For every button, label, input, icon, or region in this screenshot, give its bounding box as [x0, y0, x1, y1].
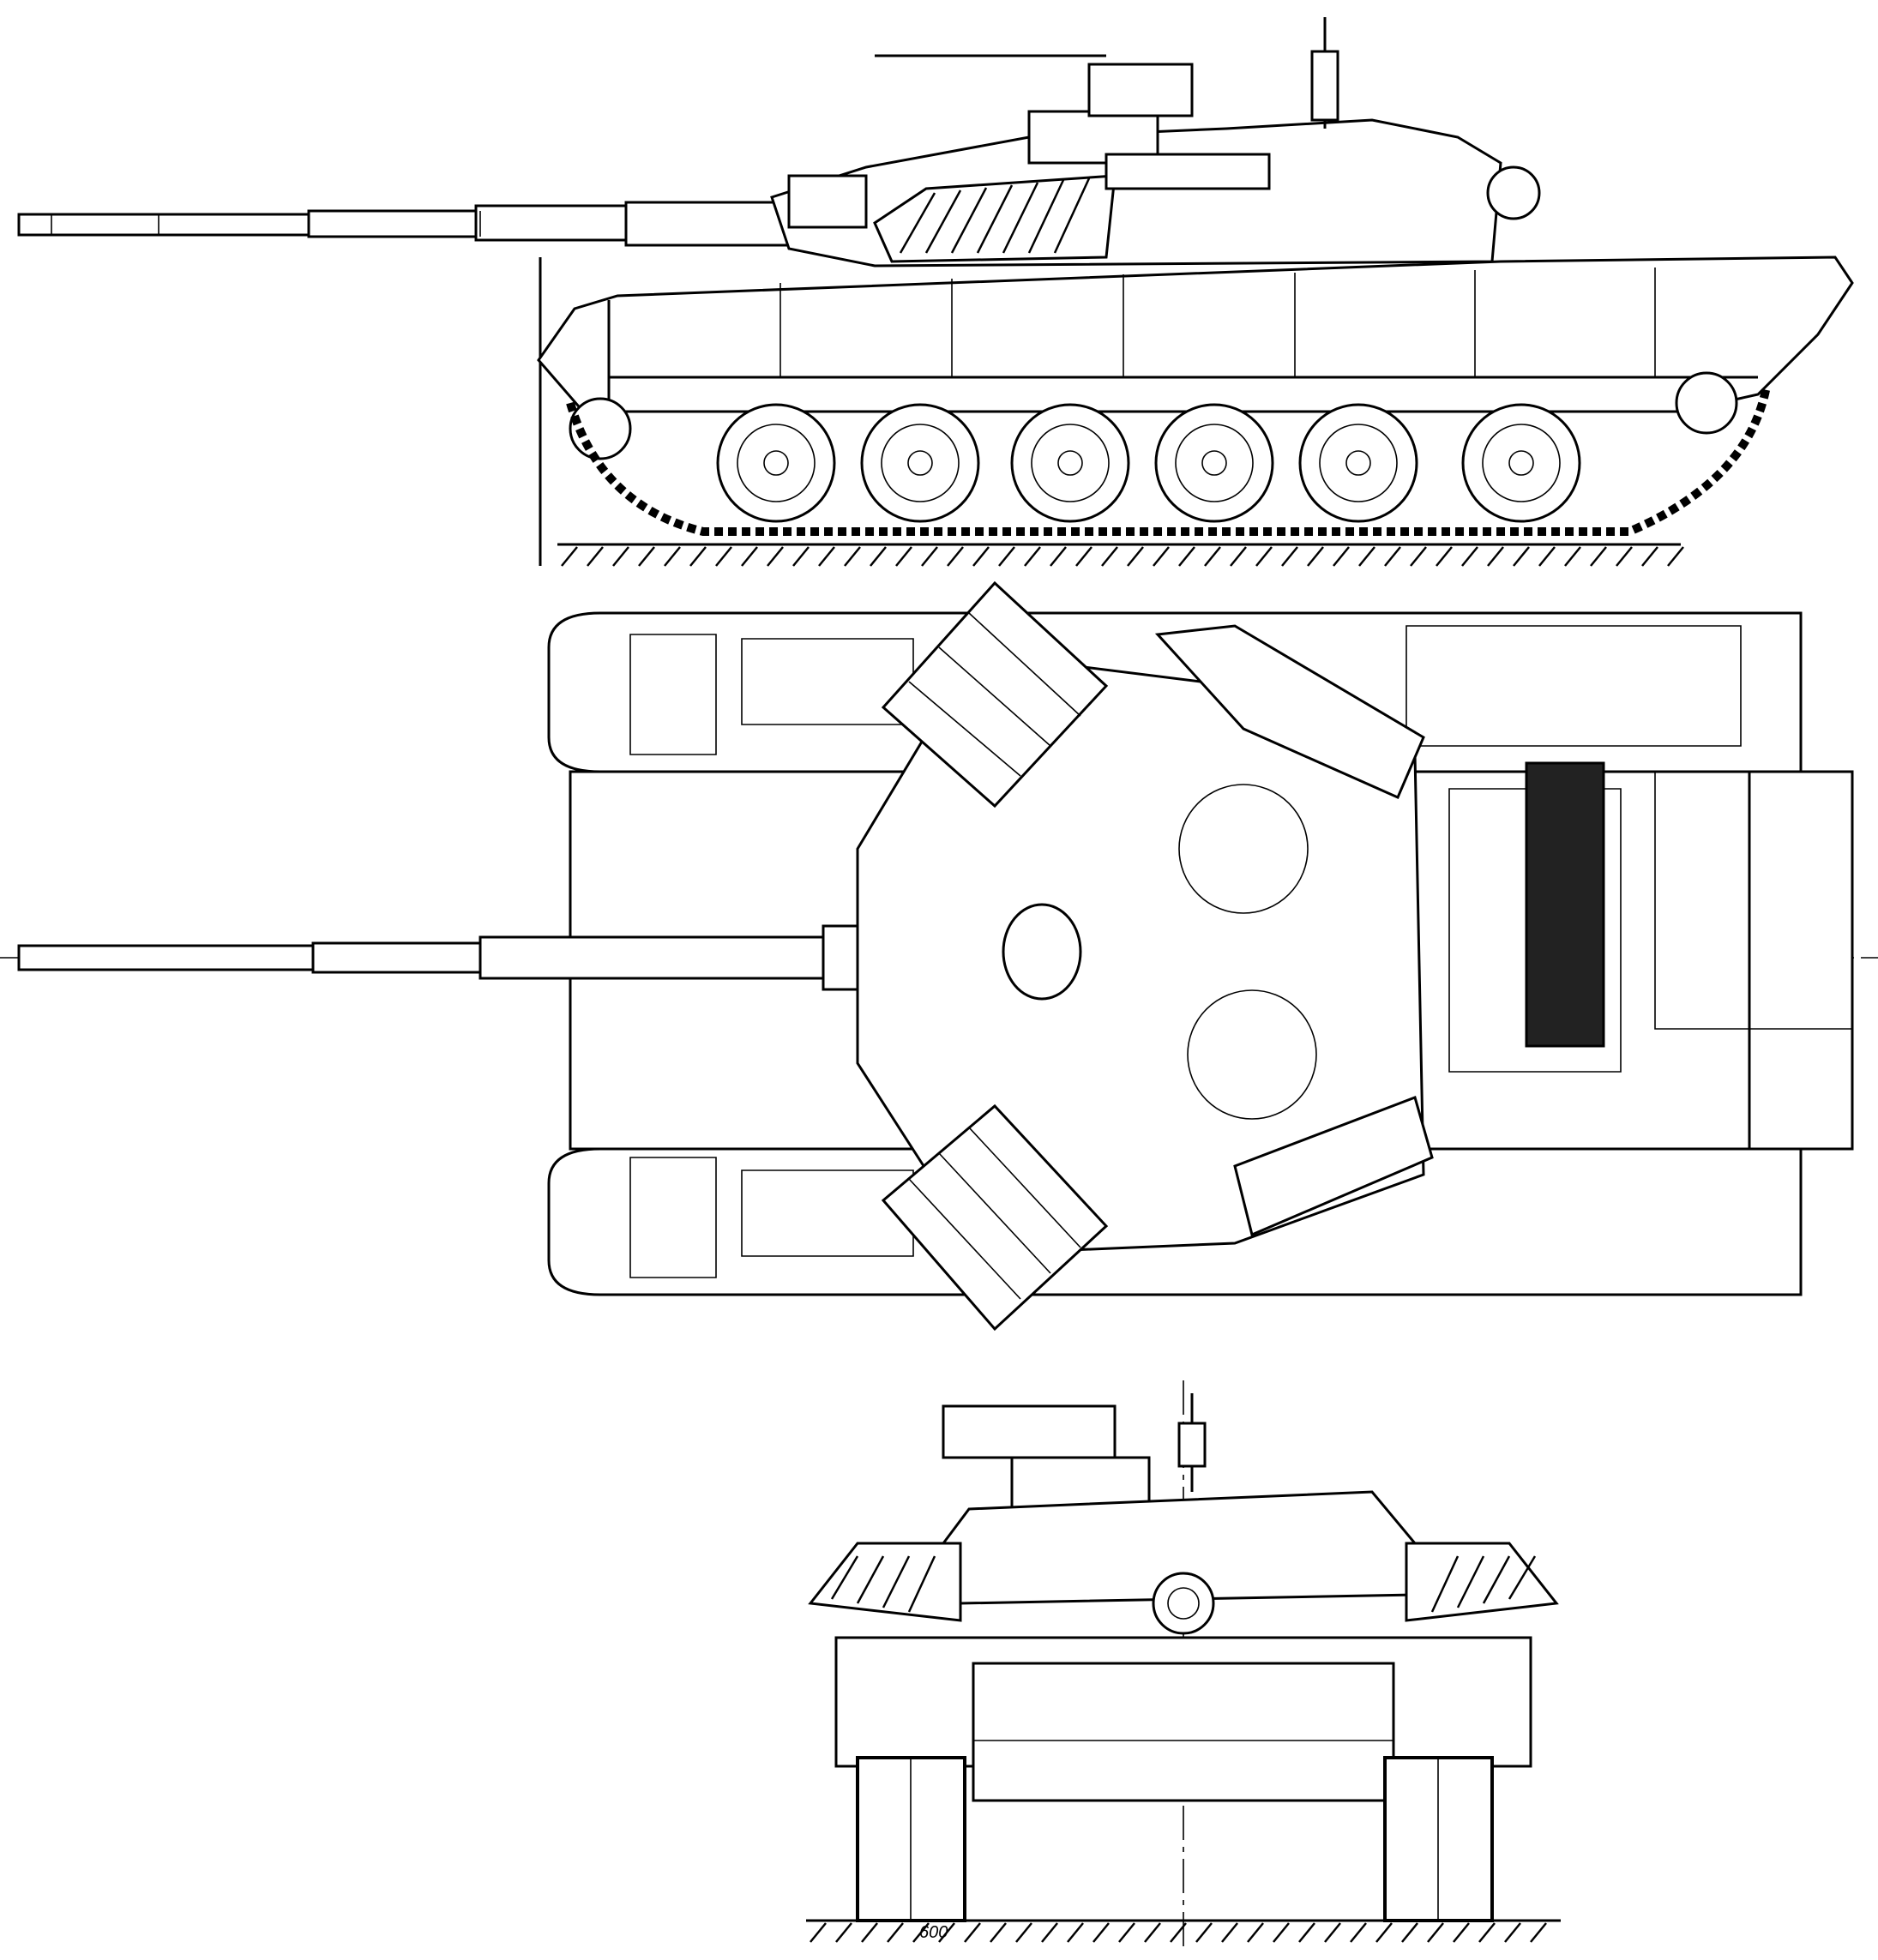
top-armor-block-right — [883, 1106, 1106, 1329]
ground-hatch-mark — [1145, 1923, 1160, 1942]
ground-hatch-mark — [1102, 547, 1117, 566]
ground-hatch-mark — [862, 1923, 877, 1942]
front-tracks — [858, 1758, 1492, 1921]
road-wheel — [1300, 405, 1417, 521]
ground-hatch-mark — [939, 1923, 954, 1942]
ground-hatch-mark — [1248, 1923, 1263, 1942]
ground-hatch-mark — [1119, 1923, 1135, 1942]
ground-hatch-mark — [1273, 1923, 1289, 1942]
ground-hatch-mark — [1514, 547, 1529, 566]
ground-hatch-mark — [1539, 547, 1555, 566]
side-track — [570, 386, 1767, 532]
ground-hatch-mark — [1668, 547, 1683, 566]
ground-hatch-mark — [1531, 1923, 1546, 1942]
ground-hatch-mark — [1333, 547, 1349, 566]
ground-hatch-mark — [1128, 547, 1143, 566]
ground-hatch-mark — [819, 547, 834, 566]
ground-hatch-mark — [1479, 1923, 1495, 1942]
side-ground — [557, 544, 1683, 566]
ground-hatch-mark — [1171, 1923, 1186, 1942]
ground-hatch-mark — [1359, 547, 1375, 566]
ground-hatch-mark — [742, 547, 757, 566]
ground-hatch-mark — [1642, 547, 1658, 566]
front-ground — [806, 1921, 1561, 1942]
front-view: 600 — [806, 1380, 1561, 1946]
side-gun-barrel — [19, 202, 789, 245]
ground-hatch-mark — [1565, 547, 1580, 566]
ground-hatch-mark — [1436, 547, 1452, 566]
ground-hatch-mark — [973, 547, 989, 566]
side-turret — [772, 17, 1539, 266]
ground-hatch-mark — [1505, 1923, 1520, 1942]
ground-hatch-mark — [1196, 1923, 1212, 1942]
ground-hatch-mark — [716, 547, 731, 566]
ground-hatch-mark — [888, 1923, 903, 1942]
ground-hatch-mark — [1256, 547, 1272, 566]
side-road-wheels — [570, 373, 1737, 521]
road-wheel — [718, 405, 834, 521]
dimension-label: 600 — [919, 1923, 948, 1942]
ground-hatch-mark — [1385, 547, 1400, 566]
ground-hatch-mark — [1205, 547, 1220, 566]
side-hull — [539, 257, 1852, 412]
road-wheel — [1463, 405, 1580, 521]
ground-hatch-mark — [1308, 547, 1323, 566]
top-turret — [858, 583, 1432, 1329]
ground-hatch-mark — [948, 547, 963, 566]
ground-hatch-mark — [1153, 547, 1169, 566]
front-hull — [836, 1638, 1531, 1801]
ground-hatch-mark — [1231, 547, 1246, 566]
ground-hatch-mark — [1042, 1923, 1057, 1942]
ground-hatch-mark — [1016, 1923, 1032, 1942]
ground-hatch-mark — [990, 1923, 1006, 1942]
ground-hatch-mark — [1428, 1923, 1443, 1942]
ground-hatch-mark — [870, 547, 886, 566]
ground-hatch-mark — [836, 1923, 852, 1942]
ground-hatch-mark — [1025, 547, 1040, 566]
ground-hatch-mark — [810, 1923, 826, 1942]
ground-hatch-mark — [1488, 547, 1503, 566]
ground-hatch-mark — [1351, 1923, 1366, 1942]
road-wheel — [1156, 405, 1273, 521]
ground-hatch-mark — [665, 547, 680, 566]
ground-hatch-mark — [1068, 1923, 1083, 1942]
ground-hatch-mark — [639, 547, 654, 566]
ground-hatch-mark — [1402, 1923, 1418, 1942]
ground-hatch-mark — [965, 1923, 980, 1942]
ground-hatch-mark — [1454, 1923, 1469, 1942]
ground-hatch-mark — [1411, 547, 1426, 566]
front-turret — [943, 1393, 1415, 1633]
ground-hatch-mark — [1050, 547, 1066, 566]
ground-hatch-mark — [1222, 1923, 1237, 1942]
ground-hatch-mark — [1616, 547, 1632, 566]
top-view — [0, 583, 1878, 1329]
ground-hatch-mark — [1179, 547, 1195, 566]
road-wheel — [862, 405, 978, 521]
ground-hatch-mark — [767, 547, 783, 566]
ground-hatch-mark — [1093, 1923, 1109, 1942]
ground-hatch-mark — [1376, 1923, 1392, 1942]
side-view — [19, 17, 1852, 566]
ground-hatch-mark — [913, 1923, 929, 1942]
ground-hatch-mark — [845, 547, 860, 566]
ground-hatch-mark — [562, 547, 577, 566]
ground-hatch-mark — [1299, 1923, 1315, 1942]
ground-hatch-mark — [1591, 547, 1606, 566]
ground-hatch-mark — [690, 547, 706, 566]
ground-hatch-mark — [922, 547, 937, 566]
ground-hatch-mark — [613, 547, 629, 566]
front-side-skirts — [810, 1543, 1556, 1620]
ground-hatch-mark — [1076, 547, 1092, 566]
ground-hatch-mark — [1325, 1923, 1340, 1942]
ground-hatch-mark — [1282, 547, 1297, 566]
ground-hatch-mark — [587, 547, 603, 566]
ground-hatch-mark — [1462, 547, 1478, 566]
road-wheel — [1012, 405, 1129, 521]
ground-hatch-mark — [793, 547, 809, 566]
ground-hatch-mark — [999, 547, 1014, 566]
top-armor-block-left — [883, 583, 1106, 806]
ground-hatch-mark — [896, 547, 912, 566]
